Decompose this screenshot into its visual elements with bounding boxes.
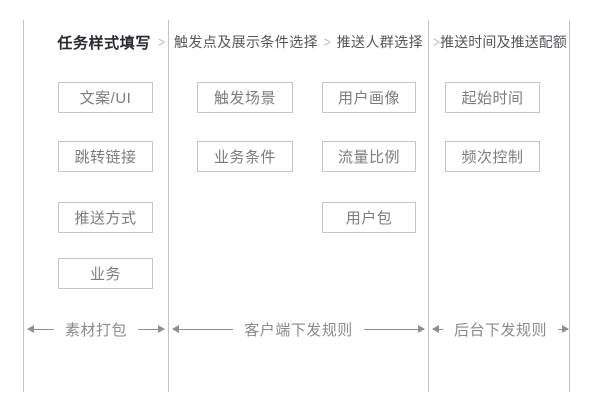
step-label-task-style: 任务样式填写 — [57, 34, 151, 52]
section-task-style: 任务样式填写 > 文案/UI 跳转链接 推送方式 业务 素材打包 — [23, 20, 169, 392]
box-jump-link: 跳转链接 — [58, 141, 153, 172]
chevron-right-icon: > — [157, 33, 165, 51]
breadcrumb-steps-2-3: 触发点及展示条件选择 > 推送人群选择 — [169, 31, 428, 53]
arrow-right-icon — [138, 324, 166, 333]
arrow-left-icon — [432, 324, 443, 333]
arrow-left-icon — [171, 324, 234, 333]
arrow-left-icon — [27, 324, 54, 333]
box-user-package: 用户包 — [322, 202, 416, 233]
box-business-condition: 业务条件 — [197, 141, 293, 172]
section-client-rules: 触发点及展示条件选择 > 推送人群选择 触发场景 业务条件 用户画像 流量比例 … — [169, 20, 429, 392]
box-copy-ui: 文案/UI — [58, 82, 153, 113]
footer-label-material: 素材打包 — [65, 321, 128, 339]
footer-material-packaging: 素材打包 — [27, 316, 166, 342]
chevron-right-icon: > — [323, 33, 331, 51]
breadcrumb-step-1: 任务样式填写 > — [24, 31, 168, 53]
footer-label-backend: 后台下发规则 — [454, 321, 548, 339]
breadcrumb-step-4: > 推送时间及推送配额 — [429, 31, 569, 53]
box-user-profile: 用户画像 — [322, 82, 416, 113]
box-push-method: 推送方式 — [58, 202, 153, 233]
step-label-push-time-quota: 推送时间及推送配额 — [440, 34, 567, 50]
box-start-time: 起始时间 — [445, 82, 540, 113]
box-trigger-scene: 触发场景 — [197, 82, 293, 113]
chevron-right-icon: > — [433, 33, 441, 51]
footer-label-client: 客户端下发规则 — [244, 321, 353, 339]
box-business: 业务 — [58, 258, 153, 289]
section-backend-rules: > 推送时间及推送配额 起始时间 频次控制 后台下发规则 — [429, 20, 570, 392]
step-label-audience-select: 推送人群选择 — [336, 34, 423, 50]
box-frequency-control: 频次控制 — [445, 141, 540, 172]
arrow-right-icon — [363, 324, 426, 333]
arrow-right-icon — [558, 324, 570, 333]
footer-backend-rules: 后台下发规则 — [432, 316, 570, 342]
box-traffic-ratio: 流量比例 — [322, 141, 416, 172]
footer-client-rules: 客户端下发规则 — [171, 316, 426, 342]
step-label-trigger-conditions: 触发点及展示条件选择 — [174, 34, 318, 50]
